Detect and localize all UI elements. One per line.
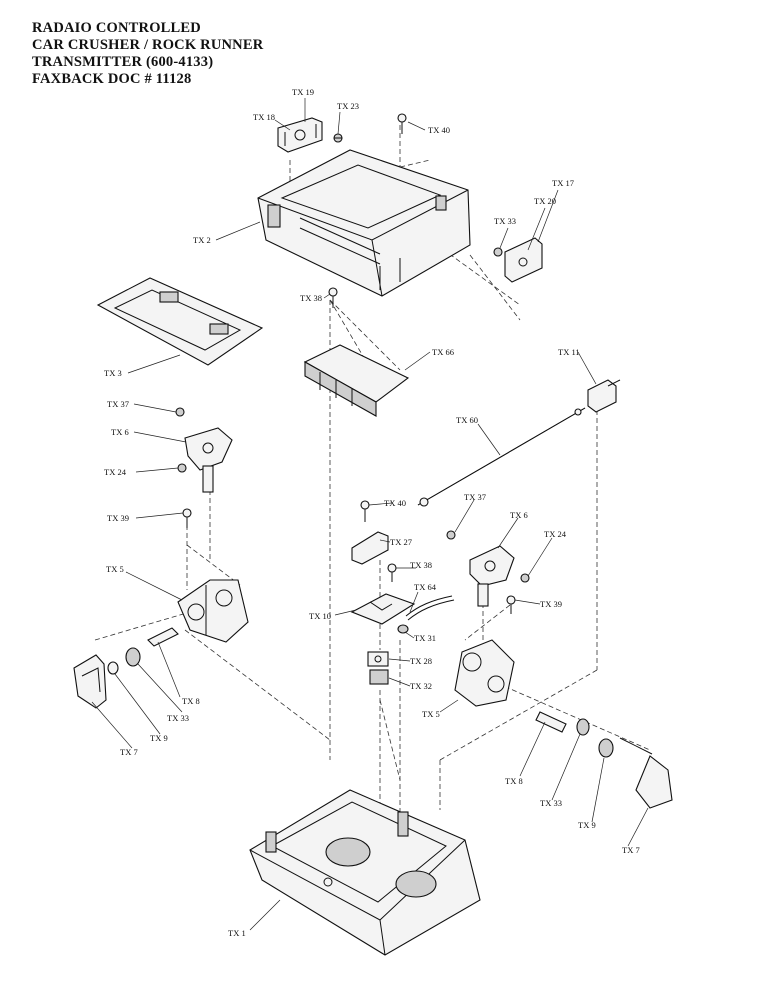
- label-tx20: TX 20: [534, 196, 556, 206]
- label-tx9-right: TX 9: [578, 820, 596, 830]
- part-tx39-screw-right: [506, 595, 516, 614]
- label-tx39-right: TX 39: [540, 599, 562, 609]
- part-tx11-antenna-mount: [587, 379, 621, 413]
- part-tx8-shaft-right: [535, 711, 567, 733]
- label-tx33-top: TX 33: [494, 216, 516, 226]
- part-tx40-screw-center: [360, 500, 370, 522]
- label-tx38-center: TX 38: [410, 560, 432, 570]
- part-tx2-top-case: [257, 149, 471, 297]
- label-tx38-upper: TX 38: [300, 293, 322, 303]
- part-tx9-bushing-right: [598, 738, 614, 758]
- part-tx24-screw-left: [177, 463, 187, 473]
- part-tx8-shaft-left: [147, 627, 179, 647]
- part-tx5-stick-housing-right: [454, 639, 515, 707]
- part-tx33-screw-top: [493, 247, 503, 257]
- label-tx5-left: TX 5: [106, 564, 124, 574]
- header-line-3: TRANSMITTER (600-4133): [32, 54, 214, 70]
- label-tx37-left: TX 37: [107, 399, 129, 409]
- part-tx60-antenna: [417, 407, 586, 507]
- part-tx6-gimbal-left: [184, 427, 233, 493]
- label-tx18: TX 18: [253, 112, 275, 122]
- label-tx3: TX 3: [104, 368, 122, 378]
- label-tx19: TX 19: [292, 87, 314, 97]
- document-header: RADAIO CONTROLLED CAR CRUSHER / ROCK RUN…: [32, 20, 372, 88]
- part-tx33-washer-right: [576, 718, 590, 736]
- label-tx27: TX 27: [390, 537, 412, 547]
- part-tx1-bottom-case: [249, 789, 481, 956]
- label-tx5-right: TX 5: [422, 709, 440, 719]
- header-line-1: RADAIO CONTROLLED: [32, 20, 201, 36]
- part-tx32-block: [369, 669, 389, 685]
- part-tx39-screw-left: [182, 508, 192, 528]
- part-tx37-screw-left: [175, 407, 185, 417]
- label-tx33-right: TX 33: [540, 798, 562, 808]
- part-tx28-socket: [367, 651, 389, 667]
- part-tx6-gimbal-right: [469, 545, 515, 607]
- part-labels: TX 19 TX 18 TX 23 TX 40 TX 17 TX 20 TX 3…: [104, 87, 640, 938]
- part-tx10-switch-plate: [350, 593, 416, 625]
- part-tx23-screw: [333, 133, 343, 143]
- part-tx66-panel: [303, 344, 410, 417]
- part-tx3-battery-cover: [96, 277, 264, 366]
- label-tx23: TX 23: [337, 101, 359, 111]
- part-tx7-trigger-left: [73, 654, 107, 709]
- label-tx32: TX 32: [410, 681, 432, 691]
- label-tx6-right: TX 6: [510, 510, 528, 520]
- label-tx60: TX 60: [456, 415, 478, 425]
- part-tx5-stick-housing-left: [177, 579, 249, 643]
- label-tx37-right: TX 37: [464, 492, 486, 502]
- part-tx27-clip: [351, 531, 389, 565]
- label-tx24-right: TX 24: [544, 529, 567, 539]
- label-tx6-left: TX 6: [111, 427, 129, 437]
- label-tx11: TX 11: [558, 347, 580, 357]
- label-tx24-left: TX 24: [104, 467, 127, 477]
- part-tx37-screw-right: [446, 530, 456, 540]
- part-tx38-screw-upper: [328, 287, 338, 308]
- label-tx28: TX 28: [410, 656, 432, 666]
- label-tx17: TX 17: [552, 178, 574, 188]
- part-tx64-wire: [405, 595, 455, 621]
- label-tx10: TX 10: [309, 611, 331, 621]
- part-tx31-connector: [397, 624, 409, 634]
- part-tx24-screw-right: [520, 573, 530, 583]
- leader-lines: [91, 98, 649, 931]
- part-tx33-washer-left: [125, 647, 141, 667]
- part-tx20-bracket: [504, 237, 543, 283]
- label-tx7-right: TX 7: [622, 845, 640, 855]
- label-tx8-right: TX 8: [505, 776, 523, 786]
- part-tx40-screw-top: [397, 113, 407, 134]
- label-tx40-top: TX 40: [428, 125, 450, 135]
- header-line-2: CAR CRUSHER / ROCK RUNNER: [32, 37, 264, 53]
- label-tx7-left: TX 7: [120, 747, 138, 757]
- part-tx38-screw-center: [387, 563, 397, 582]
- label-tx64: TX 64: [414, 582, 437, 592]
- label-tx31: TX 31: [414, 633, 436, 643]
- part-tx7-trigger-right: [619, 737, 673, 809]
- label-tx9-left: TX 9: [150, 733, 168, 743]
- part-tx18-bracket: [277, 117, 323, 153]
- label-tx33-left: TX 33: [167, 713, 189, 723]
- label-tx1: TX 1: [228, 928, 246, 938]
- label-tx8-left: TX 8: [182, 696, 200, 706]
- label-tx39-left: TX 39: [107, 513, 129, 523]
- label-tx66: TX 66: [432, 347, 454, 357]
- header-line-4: FAXBACK DOC # 11128: [32, 71, 192, 87]
- label-tx40-center: TX 40: [384, 498, 406, 508]
- label-tx2: TX 2: [193, 235, 211, 245]
- part-tx9-bushing-left: [107, 661, 119, 675]
